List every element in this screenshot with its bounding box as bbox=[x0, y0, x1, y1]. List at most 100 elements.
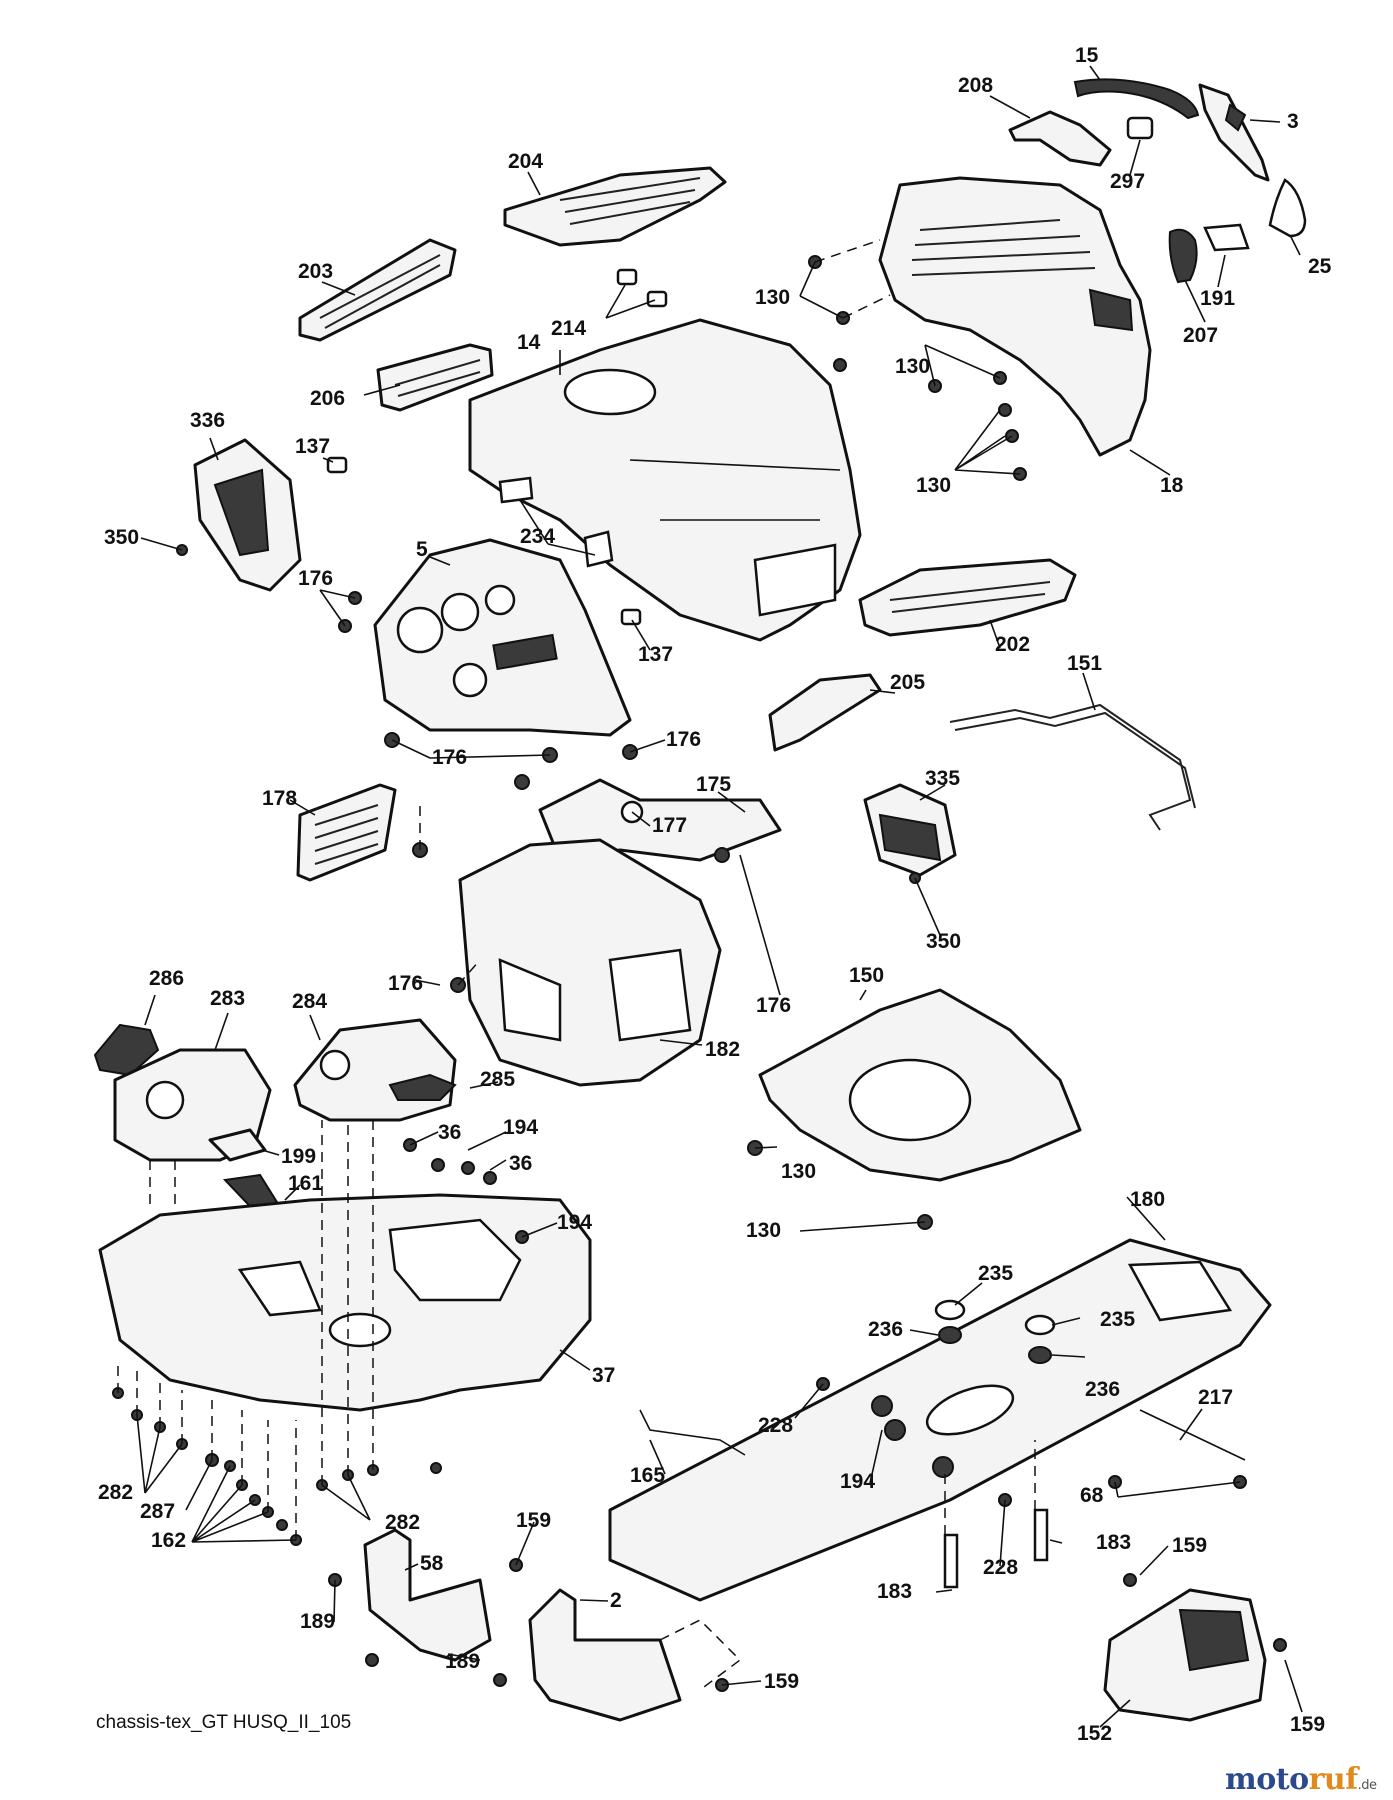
callout: 202 bbox=[995, 633, 1030, 656]
part-25-lens bbox=[1268, 178, 1307, 238]
callout: 18 bbox=[1160, 474, 1184, 497]
callout: 36 bbox=[438, 1121, 461, 1144]
part-137-clip-b bbox=[620, 608, 642, 626]
part-5-dashboard bbox=[373, 538, 632, 737]
callout: 176 bbox=[432, 746, 467, 769]
part-137-clip-a bbox=[326, 456, 348, 474]
callout: 194 bbox=[557, 1211, 592, 1234]
callout: 335 bbox=[925, 767, 960, 790]
callout: 283 bbox=[210, 987, 245, 1010]
callout: 3 bbox=[1287, 110, 1299, 133]
callout: 206 bbox=[310, 387, 345, 410]
callout: 205 bbox=[890, 671, 925, 694]
callout: 228 bbox=[758, 1414, 793, 1437]
callout: 183 bbox=[1096, 1531, 1131, 1554]
callout: 297 bbox=[1110, 170, 1145, 193]
diagram-caption: chassis-tex_GT HUSQ_II_105 bbox=[96, 1712, 352, 1733]
callout: 203 bbox=[298, 260, 333, 283]
callout: 162 bbox=[151, 1529, 186, 1552]
part-3-side-panel bbox=[1198, 83, 1270, 182]
callout: 182 bbox=[705, 1038, 740, 1061]
callout: 189 bbox=[445, 1650, 480, 1673]
callout: 152 bbox=[1077, 1722, 1112, 1745]
part-286-cover bbox=[93, 1023, 160, 1077]
part-284-fender bbox=[293, 1018, 457, 1122]
callout: 235 bbox=[978, 1262, 1013, 1285]
callout: 150 bbox=[849, 964, 884, 987]
part-236-spacer-b bbox=[1028, 1346, 1052, 1364]
callout: 284 bbox=[292, 990, 327, 1013]
part-165-rod bbox=[639, 1409, 746, 1456]
part-285-bezel bbox=[388, 1073, 457, 1101]
assembly-lines bbox=[117, 239, 1036, 1691]
callout: 287 bbox=[140, 1500, 175, 1523]
callout: 180 bbox=[1130, 1188, 1165, 1211]
callout: 214 bbox=[551, 317, 586, 340]
callout: 282 bbox=[98, 1481, 133, 1504]
callout: 176 bbox=[298, 567, 333, 590]
callout: 130 bbox=[916, 474, 951, 497]
part-214-clip-b bbox=[646, 290, 668, 308]
callout: 130 bbox=[755, 286, 790, 309]
fasteners bbox=[112, 255, 1287, 1692]
callout: 37 bbox=[592, 1364, 615, 1387]
callout: 236 bbox=[1085, 1378, 1120, 1401]
callout: 194 bbox=[840, 1470, 875, 1493]
callout: 286 bbox=[149, 967, 184, 990]
callout: 234 bbox=[520, 525, 555, 548]
callout: 178 bbox=[262, 787, 297, 810]
leader-lines bbox=[136, 65, 1303, 1728]
part-183-bolt-a bbox=[1033, 1508, 1049, 1562]
callout: 189 bbox=[300, 1610, 335, 1633]
callout: 130 bbox=[781, 1160, 816, 1183]
callout: 236 bbox=[868, 1318, 903, 1341]
callout: 282 bbox=[385, 1511, 420, 1534]
part-58-bracket bbox=[363, 1528, 492, 1662]
part-202-grille bbox=[858, 558, 1077, 637]
part-191-clip bbox=[1203, 223, 1250, 252]
callout: 58 bbox=[420, 1552, 444, 1575]
callout: 350 bbox=[104, 526, 139, 549]
part-235-spacer-a bbox=[934, 1299, 966, 1321]
callout: 208 bbox=[958, 74, 993, 97]
part-151-bracket bbox=[949, 703, 1196, 831]
part-2-bracket bbox=[528, 1588, 682, 1722]
part-236-spacer-a bbox=[938, 1326, 962, 1344]
callout: 137 bbox=[295, 435, 330, 458]
brand-logo-tld: .de bbox=[1357, 1778, 1377, 1793]
brand-logo-part1: moto bbox=[1225, 1762, 1309, 1797]
callout: 235 bbox=[1100, 1308, 1135, 1331]
callout: 194 bbox=[503, 1116, 538, 1139]
callout: 350 bbox=[926, 930, 961, 953]
callout: 285 bbox=[480, 1068, 515, 1091]
callout-labels: 15 208 3 204 297 25 203 214 130 191 14 2… bbox=[98, 44, 1332, 1745]
part-15-grip-strip bbox=[1073, 78, 1200, 120]
part-208-bracket bbox=[1008, 110, 1112, 167]
callout: 191 bbox=[1200, 287, 1235, 310]
part-217-rod bbox=[1139, 1409, 1246, 1461]
callout: 165 bbox=[630, 1464, 665, 1487]
callout: 204 bbox=[508, 150, 543, 173]
callout: 159 bbox=[1290, 1713, 1325, 1736]
callout: 159 bbox=[516, 1509, 551, 1532]
part-214-clip-a bbox=[616, 268, 638, 286]
callout: 151 bbox=[1067, 652, 1102, 675]
part-205-trim bbox=[768, 673, 882, 752]
part-178-vent-plate bbox=[296, 783, 397, 882]
callout: 207 bbox=[1183, 324, 1218, 347]
callout: 25 bbox=[1308, 255, 1332, 278]
callout: 228 bbox=[983, 1556, 1018, 1579]
part-297-clip bbox=[1126, 116, 1154, 140]
part-204-hood-scoop bbox=[503, 166, 727, 247]
callout: 176 bbox=[666, 728, 701, 751]
part-37-body bbox=[98, 1193, 592, 1412]
callout: 68 bbox=[1080, 1484, 1104, 1507]
callout: 183 bbox=[877, 1580, 912, 1603]
part-203-grille bbox=[298, 238, 457, 342]
callout: 161 bbox=[288, 1172, 323, 1195]
callout: 176 bbox=[756, 994, 791, 1017]
callout: 2 bbox=[610, 1589, 622, 1612]
brand-logo-part2: ruf bbox=[1308, 1762, 1359, 1797]
callout: 137 bbox=[638, 643, 673, 666]
